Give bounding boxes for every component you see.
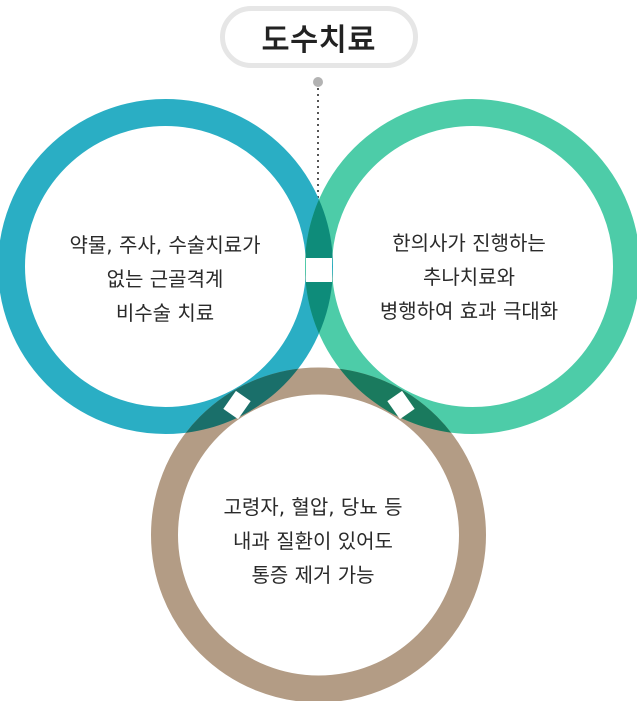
ring-gap-right-bottom <box>387 390 415 420</box>
page-title: 도수치료 <box>261 23 377 58</box>
circle-bottom-line-3: 통증 제거 가능 <box>251 563 375 587</box>
title-pill: 도수치료 <box>220 6 418 68</box>
circle-bottom-line-1: 고령자, 혈압, 당뇨 등 <box>223 495 403 519</box>
title-connector-dot <box>313 77 323 87</box>
circle-bottom-line-2: 내과 질환이 있어도 <box>233 529 393 553</box>
circle-right-line-3: 병행하여 효과 극대화 <box>379 299 559 323</box>
circle-bottom-text: 고령자, 혈압, 당뇨 등 내과 질환이 있어도 통증 제거 가능 <box>178 490 448 592</box>
circle-right-line-1: 한의사가 진행하는 <box>392 231 546 255</box>
circle-bottom-ring <box>151 367 486 701</box>
circle-left-line-2: 없는 근골격계 <box>106 267 224 291</box>
circle-right-text: 한의사가 진행하는 추나치료와 병행하여 효과 극대화 <box>334 226 604 328</box>
circle-right-line-2: 추나치료와 <box>423 265 515 289</box>
ring-gap-center <box>306 258 332 282</box>
ring-gap-left-bottom <box>223 390 251 420</box>
circle-left-line-3: 비수술 치료 <box>115 301 215 325</box>
circle-left-text: 약물, 주사, 수술치료가 없는 근골격계 비수술 치료 <box>30 228 300 330</box>
circle-left-line-1: 약물, 주사, 수술치료가 <box>69 233 261 257</box>
